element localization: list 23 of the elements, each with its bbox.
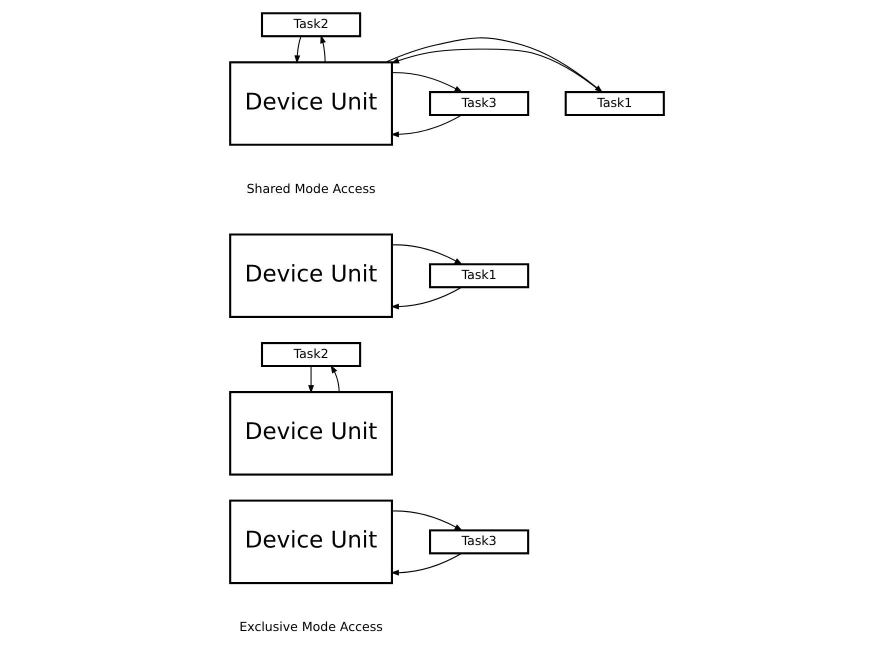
- node-box: Device Unit: [229, 390, 393, 476]
- arrow: [390, 114, 462, 137]
- node-box: Device Unit: [229, 232, 393, 318]
- node-box: Device Unit: [229, 499, 393, 584]
- label: Exclusive Mode Access: [239, 618, 383, 634]
- label: Shared Mode Access: [246, 180, 376, 196]
- node-box: Task2: [260, 12, 362, 37]
- node-box: Task2: [260, 342, 362, 367]
- arrow: [392, 244, 463, 264]
- arrow: [392, 510, 463, 530]
- arrow: [390, 552, 462, 576]
- arrow: [390, 286, 462, 310]
- arrow: [308, 366, 314, 393]
- node-box: Task1: [564, 90, 665, 116]
- arrow: [320, 34, 326, 62]
- node-box: Task3: [429, 528, 530, 554]
- node-box: Device Unit: [229, 60, 393, 146]
- arrow: [294, 36, 302, 64]
- node-box: Task3: [429, 90, 530, 116]
- arrow: [385, 36, 604, 92]
- arrow: [392, 72, 463, 92]
- node-box: Task1: [429, 262, 530, 288]
- arrow: [330, 364, 340, 392]
